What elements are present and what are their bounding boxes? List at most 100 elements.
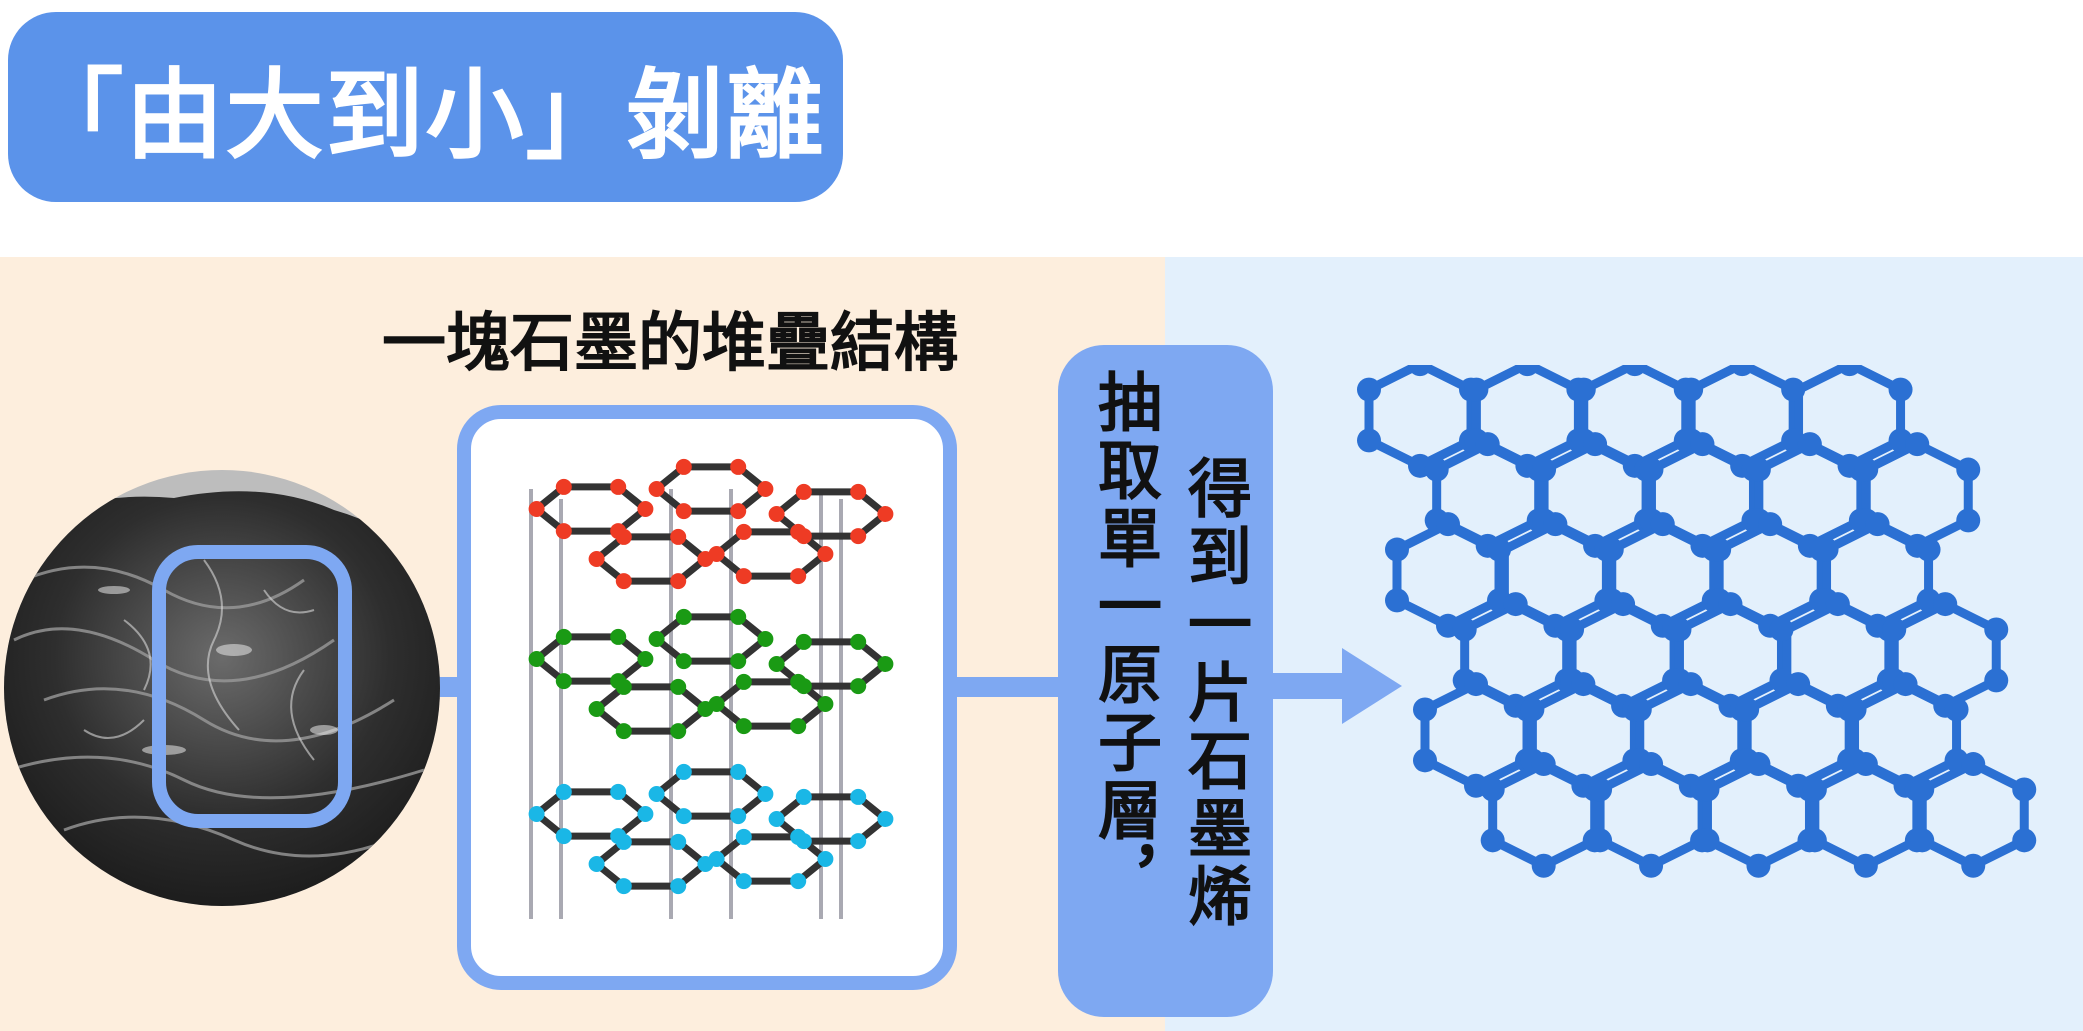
- graphene-atom: [1781, 377, 1806, 402]
- graphene-atom: [1560, 617, 1585, 642]
- graphene-atom: [1837, 352, 1862, 377]
- layer-atom: [588, 551, 605, 567]
- layer-atom: [730, 653, 747, 670]
- page-title: 「由大到小」剝離: [25, 59, 826, 173]
- graphene-atom: [1802, 828, 1827, 853]
- graphene-atom: [1520, 697, 1545, 722]
- layer-atom: [708, 851, 725, 867]
- layer-atom: [735, 873, 752, 890]
- graphene-atom: [1531, 853, 1556, 878]
- layer-atom: [670, 878, 687, 895]
- graphene-atom: [1984, 668, 2009, 693]
- graphene-atom: [1464, 377, 1489, 402]
- graphene-atom: [1452, 617, 1477, 642]
- layer-atom: [528, 651, 545, 667]
- layer-atom: [790, 673, 807, 690]
- layer-atom: [670, 723, 687, 740]
- layer-atom: [850, 678, 867, 695]
- graphene-atom: [1475, 432, 1500, 457]
- graphene-atom: [1905, 432, 1930, 457]
- layer-atom: [675, 458, 692, 475]
- graphene-atom: [1487, 537, 1512, 562]
- layer-atom: [675, 653, 692, 670]
- title-badge: 「由大到小」剝離: [8, 12, 843, 202]
- graphene-atom: [1503, 592, 1528, 617]
- layer-atom: [790, 568, 807, 585]
- graphene-atom: [1944, 697, 1969, 722]
- graphene-atom: [1842, 697, 1867, 722]
- graphene-lattice-icon: [1356, 352, 2037, 878]
- layer-hexagon: [593, 683, 709, 735]
- layer-atom: [730, 503, 747, 520]
- graphene-atom: [1639, 457, 1664, 482]
- layer-atom: [555, 478, 572, 495]
- layer-atom: [670, 528, 687, 545]
- graphene-atom: [1961, 853, 1986, 878]
- graphene-atom: [1961, 752, 1986, 777]
- layer-atom: [790, 873, 807, 890]
- layer-atom: [675, 503, 692, 520]
- layer-atom: [637, 651, 654, 667]
- graphene-atom: [1480, 828, 1505, 853]
- layer-atom: [588, 701, 605, 717]
- stack-heading: 一塊石墨的堆疊結構: [382, 307, 958, 381]
- layer-hexagon: [533, 788, 649, 840]
- graphene-atom: [1627, 697, 1652, 722]
- layer-atom: [730, 763, 747, 780]
- graphite-photo: [4, 470, 440, 906]
- layer-atom: [817, 546, 834, 562]
- layer-atom: [850, 633, 867, 650]
- graphene-atom: [1667, 617, 1692, 642]
- graphene-atom: [1730, 352, 1755, 377]
- graphene-atom: [1746, 752, 1771, 777]
- graphene-atom: [1531, 752, 1556, 777]
- graphene-atom: [1515, 352, 1540, 377]
- layer-atom: [877, 506, 894, 522]
- layer-atom: [588, 856, 605, 872]
- graphene-atom: [1769, 617, 1794, 642]
- graphene-atom: [1384, 537, 1409, 562]
- layer-atom: [768, 811, 785, 827]
- graphene-atom: [1412, 697, 1437, 722]
- layer-atom: [615, 678, 632, 695]
- layer-atom: [730, 458, 747, 475]
- graphene-atom: [1695, 828, 1720, 853]
- layer-atom: [555, 523, 572, 540]
- graphene-atom: [1984, 617, 2009, 642]
- graphene-atom: [1480, 777, 1505, 802]
- structure-card: [457, 405, 957, 990]
- layer-atom: [735, 828, 752, 845]
- graphene-hexagon: [1364, 359, 1476, 471]
- layer-atom: [790, 718, 807, 735]
- label-column-2: 得到一片石墨烯: [1177, 455, 1251, 931]
- layer-atom: [850, 483, 867, 500]
- layer-atom: [555, 628, 572, 645]
- graphene-atom: [2012, 828, 2037, 853]
- graphene-atom: [1853, 853, 1878, 878]
- layer-atom: [817, 851, 834, 867]
- graphene-atom: [1436, 512, 1460, 537]
- layer-atom: [528, 806, 545, 822]
- layer-atom: [877, 656, 894, 672]
- layer-atom: [735, 568, 752, 585]
- graphene-atom: [1622, 352, 1647, 377]
- layer-atom: [708, 546, 725, 562]
- layer-hexagon: [533, 633, 649, 685]
- layer-atom: [768, 656, 785, 672]
- graphene-atom: [1384, 588, 1409, 613]
- layer-atom: [615, 723, 632, 740]
- layer-atom: [735, 673, 752, 690]
- layer-atom: [615, 878, 632, 895]
- arrow-right-icon: [1342, 648, 1402, 724]
- graphene-atom: [1718, 592, 1743, 617]
- graphene-atom: [1933, 592, 1958, 617]
- graphene-panel: [1165, 257, 2083, 1031]
- graphene-atom: [1583, 432, 1608, 457]
- graphene-atom: [1464, 672, 1488, 697]
- layer-atom: [850, 528, 867, 545]
- graphene-atom: [1408, 352, 1432, 377]
- layer-hexagon: [533, 483, 649, 535]
- graphite-layers-icon: [528, 458, 894, 919]
- graphene-atom: [1532, 457, 1557, 482]
- layer-atom: [648, 631, 665, 647]
